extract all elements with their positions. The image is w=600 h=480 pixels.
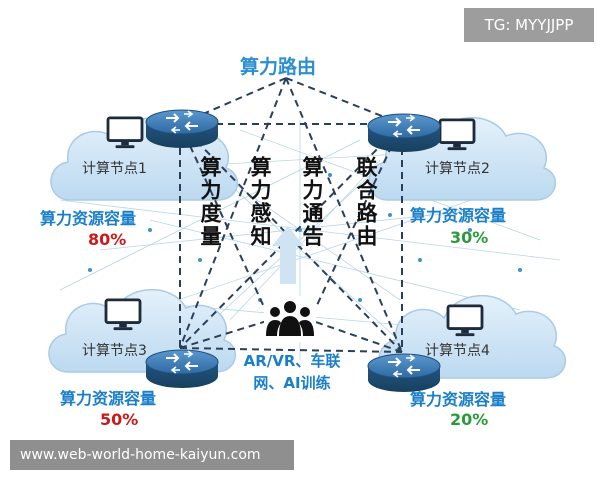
router-icon [367,113,441,153]
capacity-label: 算力资源容量 [410,206,507,225]
router-icon [145,349,219,389]
capacity-label: 算力资源容量 [410,390,507,409]
function-label-measure: 算力度量 [198,156,222,248]
router-icon [145,109,219,149]
function-label-announce: 算力通告 [300,156,324,248]
capacity-label: 算力资源容量 [40,209,137,228]
users-icon [264,296,316,342]
node-label: 计算节点3 [82,343,147,359]
function-label-joint-routing: 联合路由 [354,156,378,248]
users-label-line2: 网、AI训练 [253,374,331,392]
users-label: AR/VR、车联 网、AI训练 [222,350,362,394]
diagram-title: 算力路由 [240,56,317,78]
up-arrow-icon [272,226,304,284]
capacity-percent: 80% [88,230,127,249]
capacity-percent: 30% [450,228,489,247]
function-label-perceive: 算力感知 [248,156,272,248]
capacity-label: 算力资源容量 [60,389,157,408]
users-label-line1: AR/VR、车联 [243,352,341,370]
watermark-badge: TG: MYYJJPP [464,8,594,42]
capacity-percent: 50% [100,410,139,429]
capacity-percent: 20% [450,410,489,429]
node-label: 计算节点1 [82,161,147,177]
url-footer: www.web-world-home-kaiyun.com [10,440,294,470]
node-label: 计算节点2 [425,161,490,177]
node-label: 计算节点4 [425,343,490,359]
